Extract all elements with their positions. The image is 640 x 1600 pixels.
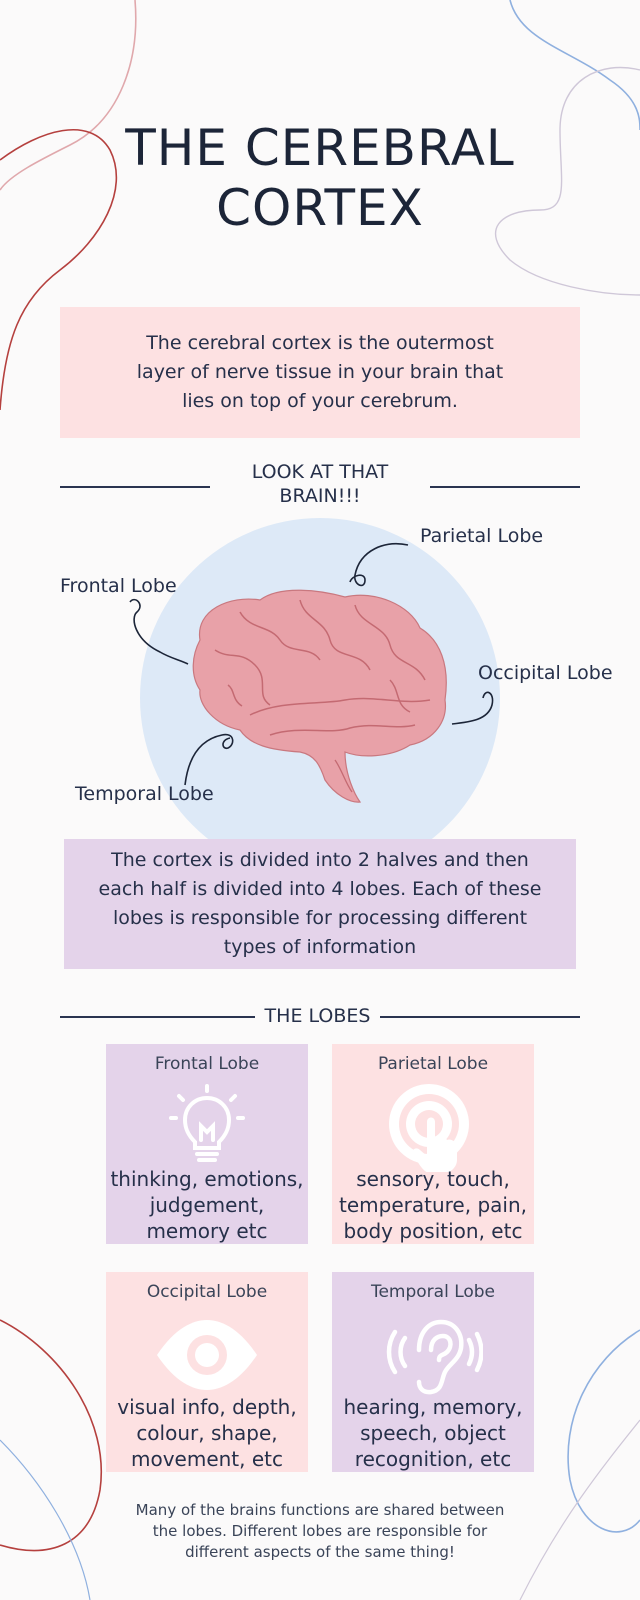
info-box: The cortex is divided into 2 halves and …	[64, 839, 576, 969]
lobe-card-title: Frontal Lobe	[154, 1054, 260, 1074]
lobe-card-title: Parietal Lobe	[377, 1054, 489, 1074]
lobe-card-parietal: Parietal Lobe sensory, touch, temperatur…	[332, 1044, 534, 1244]
ear-icon	[386, 1319, 483, 1395]
footer-note: Many of the brains functions are shared …	[0, 1500, 640, 1563]
label-occipital-lobe: Occipital Lobe	[478, 662, 613, 684]
section-title-lobes: THE LOBES	[264, 1005, 371, 1027]
label-temporal-lobe: Temporal Lobe	[75, 783, 214, 805]
lobe-card-description: visual info, depth, colour, shape, movem…	[117, 1395, 297, 1471]
lobes-divider-left	[60, 1016, 255, 1018]
lobe-card-description: hearing, memory, speech, object recognit…	[343, 1395, 523, 1471]
lobe-card-occipital: Occipital Lobe visual info, depth, colou…	[106, 1272, 308, 1472]
page-title: THE CEREBRAL CORTEX	[0, 118, 640, 238]
lobe-card-temporal: Temporal Lobe hearing, memory, speech, o…	[332, 1272, 534, 1472]
eye-icon	[157, 1320, 257, 1390]
section-title-look: LOOK AT THAT BRAIN!!!	[220, 460, 420, 508]
intro-text: The cerebral cortex is the outermost lay…	[136, 332, 504, 412]
section-divider-right	[430, 486, 580, 488]
lightbulb-icon	[169, 1084, 245, 1162]
lobe-card-frontal: Frontal Lobe thinking, emotions, judgeme…	[106, 1044, 308, 1244]
touch-icon	[389, 1084, 469, 1172]
page-title-line1: THE CEREBRAL	[125, 119, 515, 177]
lobe-card-description: thinking, emotions, judgement, memory et…	[110, 1167, 304, 1243]
page-title-line2: CORTEX	[216, 179, 424, 237]
intro-box: The cerebral cortex is the outermost lay…	[60, 307, 580, 438]
brain-illustration	[129, 543, 494, 803]
section-title-look-line2: BRAIN!!!	[279, 485, 361, 507]
label-frontal-lobe: Frontal Lobe	[60, 575, 177, 597]
label-parietal-lobe: Parietal Lobe	[420, 525, 544, 547]
lobes-divider-right	[380, 1016, 580, 1018]
info-text: The cortex is divided into 2 halves and …	[98, 849, 542, 958]
lobe-card-description: sensory, touch, temperature, pain, body …	[339, 1167, 527, 1243]
footer-text: Many of the brains functions are shared …	[135, 1501, 505, 1561]
lobe-card-title: Temporal Lobe	[370, 1282, 496, 1302]
section-divider-left	[60, 486, 210, 488]
section-title-look-line1: LOOK AT THAT	[251, 461, 389, 483]
lobe-card-title: Occipital Lobe	[146, 1282, 268, 1302]
